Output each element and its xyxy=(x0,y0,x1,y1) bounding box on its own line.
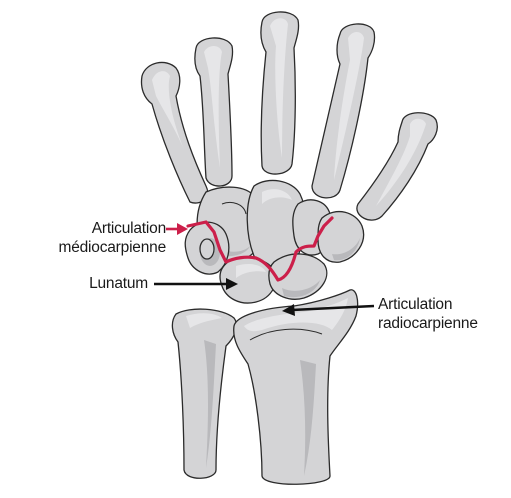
radius xyxy=(234,290,358,484)
trapezium xyxy=(318,212,364,263)
radiocarpal-joint-label: Articulation radiocarpienne xyxy=(378,295,478,333)
midcarpal-label-line2: médiocarpienne xyxy=(24,238,166,257)
lunate-label: Lunatum xyxy=(72,274,148,293)
metacarpal-1-thumb xyxy=(357,113,437,220)
metacarpal-3 xyxy=(261,12,299,174)
metacarpal-2 xyxy=(312,24,375,198)
metacarpal-4 xyxy=(195,38,233,186)
midcarpal-joint-label: Articulation médiocarpienne xyxy=(24,219,166,257)
metacarpal-5 xyxy=(141,62,207,203)
forearm-bones xyxy=(172,290,357,484)
lunate-label-text: Lunatum xyxy=(72,274,148,293)
ulna xyxy=(172,309,236,478)
midcarpal-label-line1: Articulation xyxy=(24,219,166,238)
radiocarpal-label-line1: Articulation xyxy=(378,295,478,314)
radiocarpal-label-line2: radiocarpienne xyxy=(378,314,478,333)
midcarpal-pointer xyxy=(166,223,188,235)
triquetrum-pisiform xyxy=(185,222,229,274)
